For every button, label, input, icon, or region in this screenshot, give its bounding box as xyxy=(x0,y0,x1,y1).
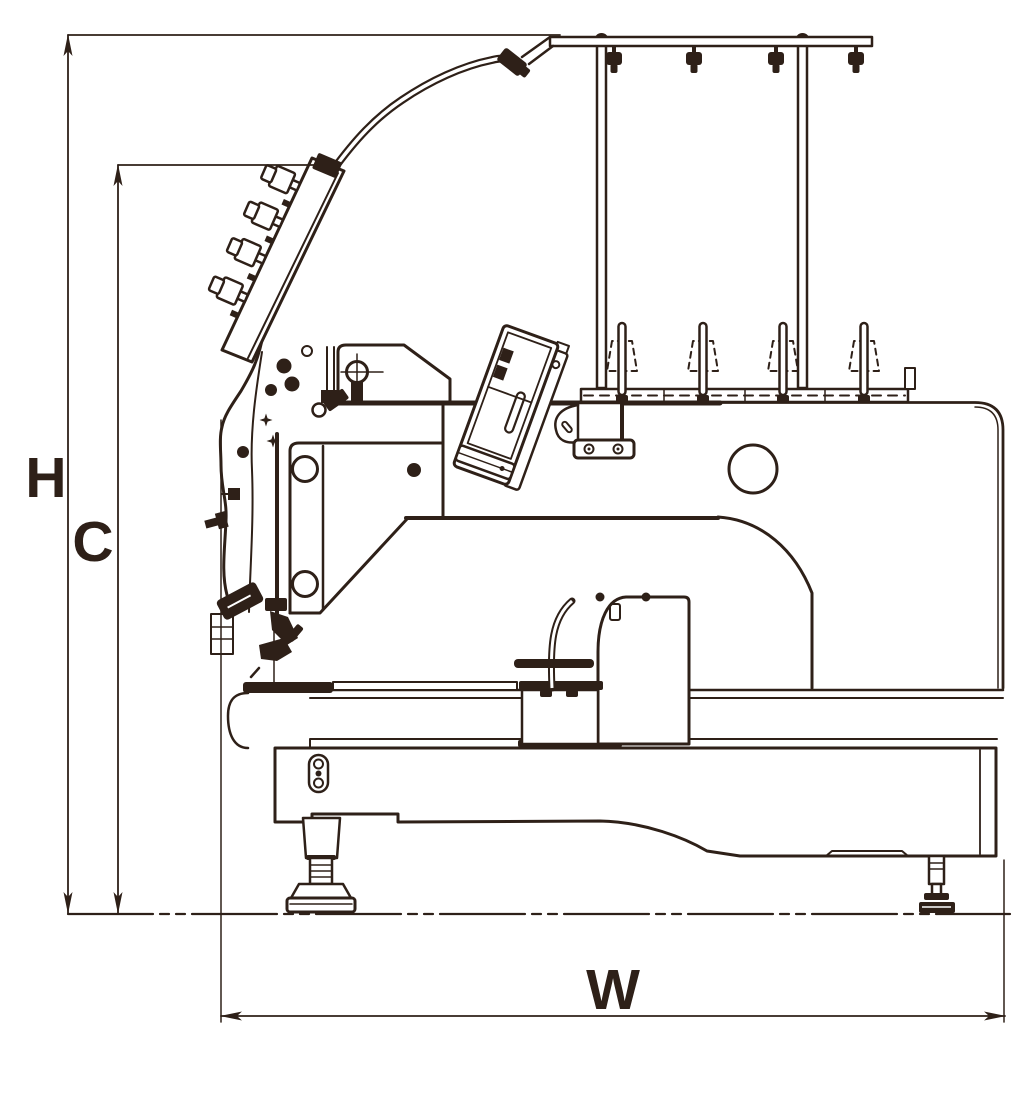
panel-port-1 xyxy=(499,347,514,364)
thread-stand xyxy=(520,33,916,405)
foot-pad-front xyxy=(285,896,357,914)
drive-box xyxy=(596,595,691,746)
width-label: W xyxy=(586,958,640,1022)
dimension-h: H xyxy=(25,34,561,914)
leveling-foot-rear xyxy=(919,854,955,913)
head-cable-connector xyxy=(312,153,342,178)
panel-bracket-plate xyxy=(572,438,636,460)
w-arrow-right-icon xyxy=(984,1011,1006,1021)
power-cable xyxy=(329,48,531,174)
dimension-c: C xyxy=(72,164,323,914)
dimension-w: W xyxy=(220,419,1006,1023)
thread-stand-post-right xyxy=(796,41,809,390)
head-lower-plate xyxy=(210,613,234,655)
side-knob xyxy=(204,511,229,530)
panel-mount-block xyxy=(576,401,624,442)
height-label: H xyxy=(25,446,66,510)
frame-rail xyxy=(332,681,518,691)
h-arrow-down-icon xyxy=(63,892,73,914)
panel-slot xyxy=(504,391,526,434)
head-bracket xyxy=(336,343,452,405)
bed-nose xyxy=(226,691,250,750)
c-arrow-down-icon xyxy=(113,892,123,914)
embroidery-frame-drive xyxy=(514,592,691,746)
handwheel-hole xyxy=(727,443,779,495)
machine-base xyxy=(273,746,998,858)
panel-port-2 xyxy=(492,364,508,381)
w-arrow-left-icon xyxy=(220,1011,242,1021)
carriage-box xyxy=(520,688,600,746)
thread-stand-post-left xyxy=(595,41,608,390)
thread-stand-top-bar xyxy=(548,35,874,48)
machine-head xyxy=(204,153,452,690)
clearance-label: C xyxy=(72,510,113,574)
arm-pivot-dot xyxy=(407,463,421,477)
needle-plate xyxy=(243,682,333,693)
arm-screw-hole-top xyxy=(291,455,319,483)
frame-clamp-bar xyxy=(514,659,594,668)
presser-foot xyxy=(259,638,292,661)
c-arrow-up-icon xyxy=(113,164,123,186)
h-arrow-up-icon xyxy=(63,34,73,56)
arm-screw-hole-bottom xyxy=(291,570,319,598)
panel-tilted-group xyxy=(452,324,570,491)
panel-screen-face xyxy=(452,324,560,486)
control-panel xyxy=(452,324,636,491)
plate-end-stub xyxy=(904,367,916,390)
cable-connector xyxy=(497,48,527,76)
leveling-foot-front xyxy=(285,816,357,914)
